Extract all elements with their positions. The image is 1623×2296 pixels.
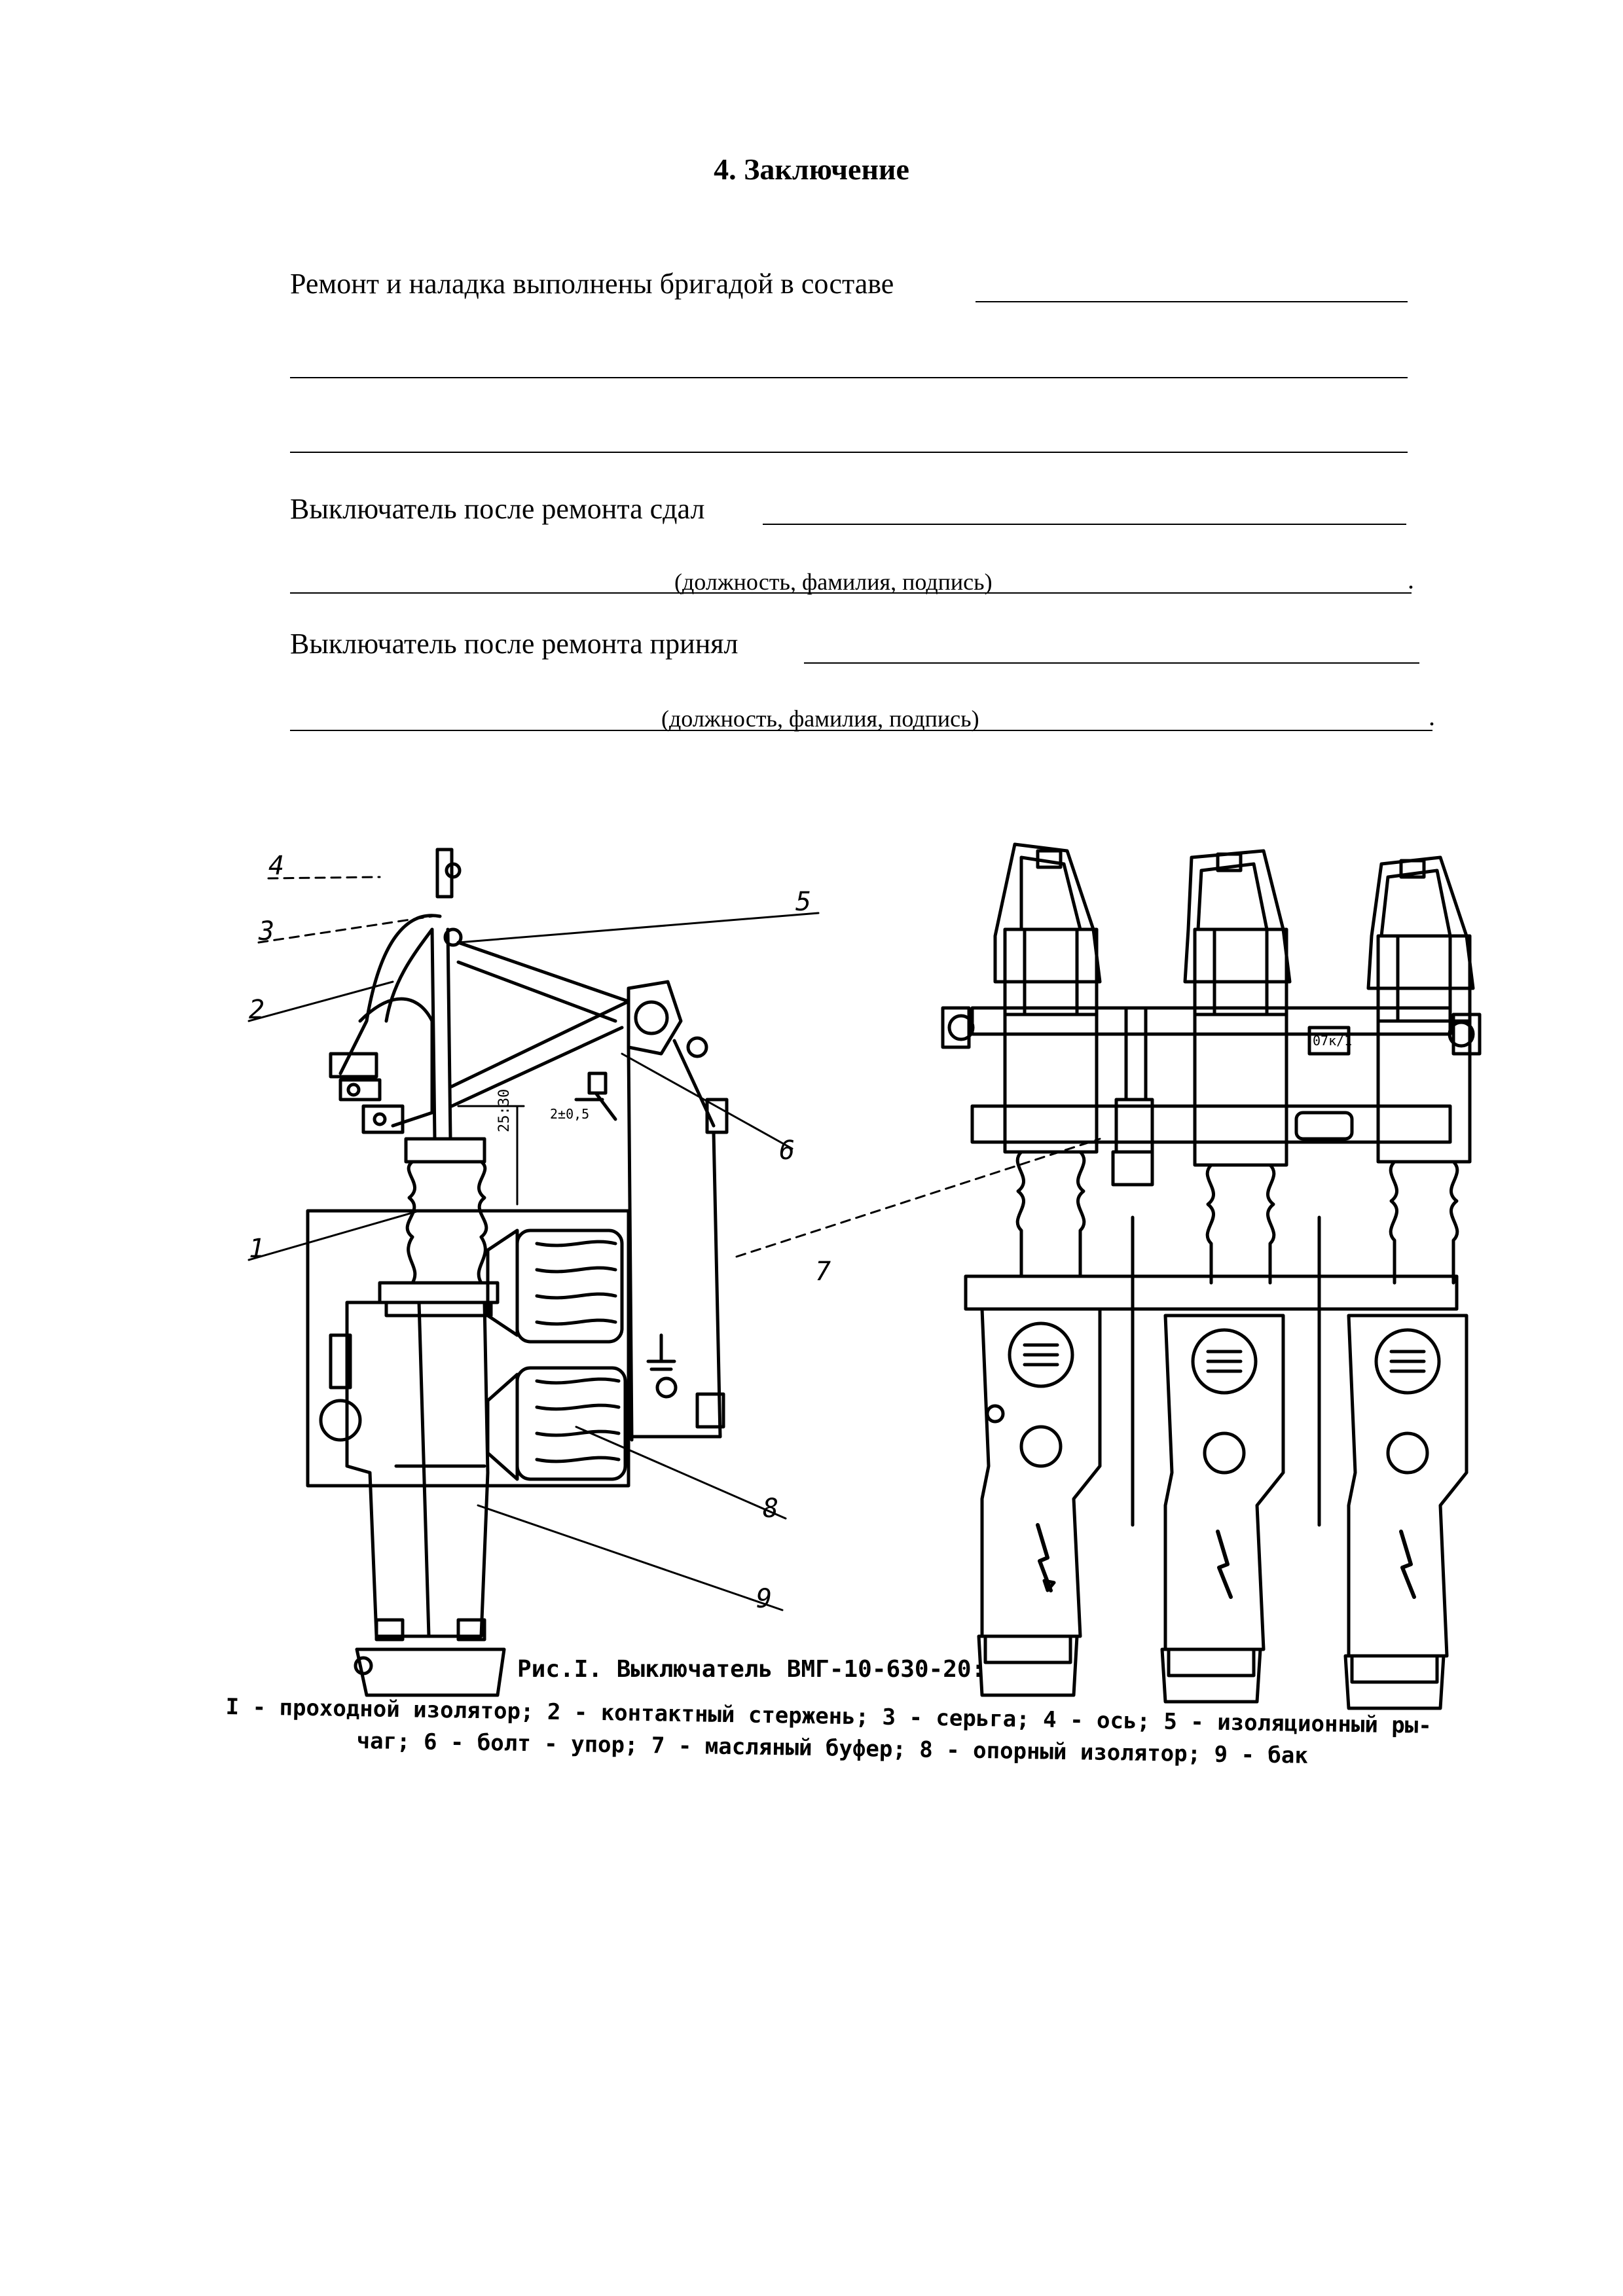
end-dot-2: . — [1429, 702, 1435, 731]
signature-hint-1: (должность, фамилия, подпись) — [674, 569, 993, 595]
small-dimension-label: 2±0,5 — [550, 1106, 590, 1122]
figure-caption-title: Рис.I. Выключатель ВМГ-10-630-20: — [517, 1656, 986, 1683]
callout-9: 9 — [756, 1584, 773, 1614]
callout-2: 2 — [249, 995, 265, 1025]
callout-8: 8 — [763, 1494, 779, 1524]
side-view — [247, 848, 1101, 1697]
signature-hint-2: (должность, фамилия, подпись) — [661, 706, 979, 732]
crew-field-3[interactable] — [290, 452, 1408, 453]
handed-over-signature-field[interactable] — [290, 592, 1412, 594]
callout-6: 6 — [779, 1136, 795, 1166]
front-view — [941, 842, 1482, 1710]
callout-3: 3 — [259, 916, 275, 946]
plate-label: 07к/1 — [1313, 1033, 1353, 1049]
dimension-label: 25:30 — [496, 1088, 513, 1132]
accepted-field[interactable] — [804, 662, 1419, 664]
handed-over-label: Выключатель после ремонта сдал — [290, 493, 705, 525]
accepted-signature-field[interactable] — [290, 730, 1432, 731]
section-title: 4. Заключение — [714, 152, 909, 186]
crew-label: Ремонт и наладка выполнены бригадой в со… — [290, 268, 894, 300]
callout-7: 7 — [815, 1257, 831, 1287]
callout-1: 1 — [249, 1234, 265, 1264]
handed-over-field[interactable] — [763, 524, 1406, 525]
accepted-label: Выключатель после ремонта принял — [290, 628, 739, 660]
callout-5: 5 — [795, 887, 812, 917]
crew-field-1[interactable] — [976, 301, 1408, 302]
crew-field-2[interactable] — [290, 377, 1408, 378]
end-dot-1: . — [1408, 565, 1414, 594]
callout-4: 4 — [268, 851, 285, 881]
